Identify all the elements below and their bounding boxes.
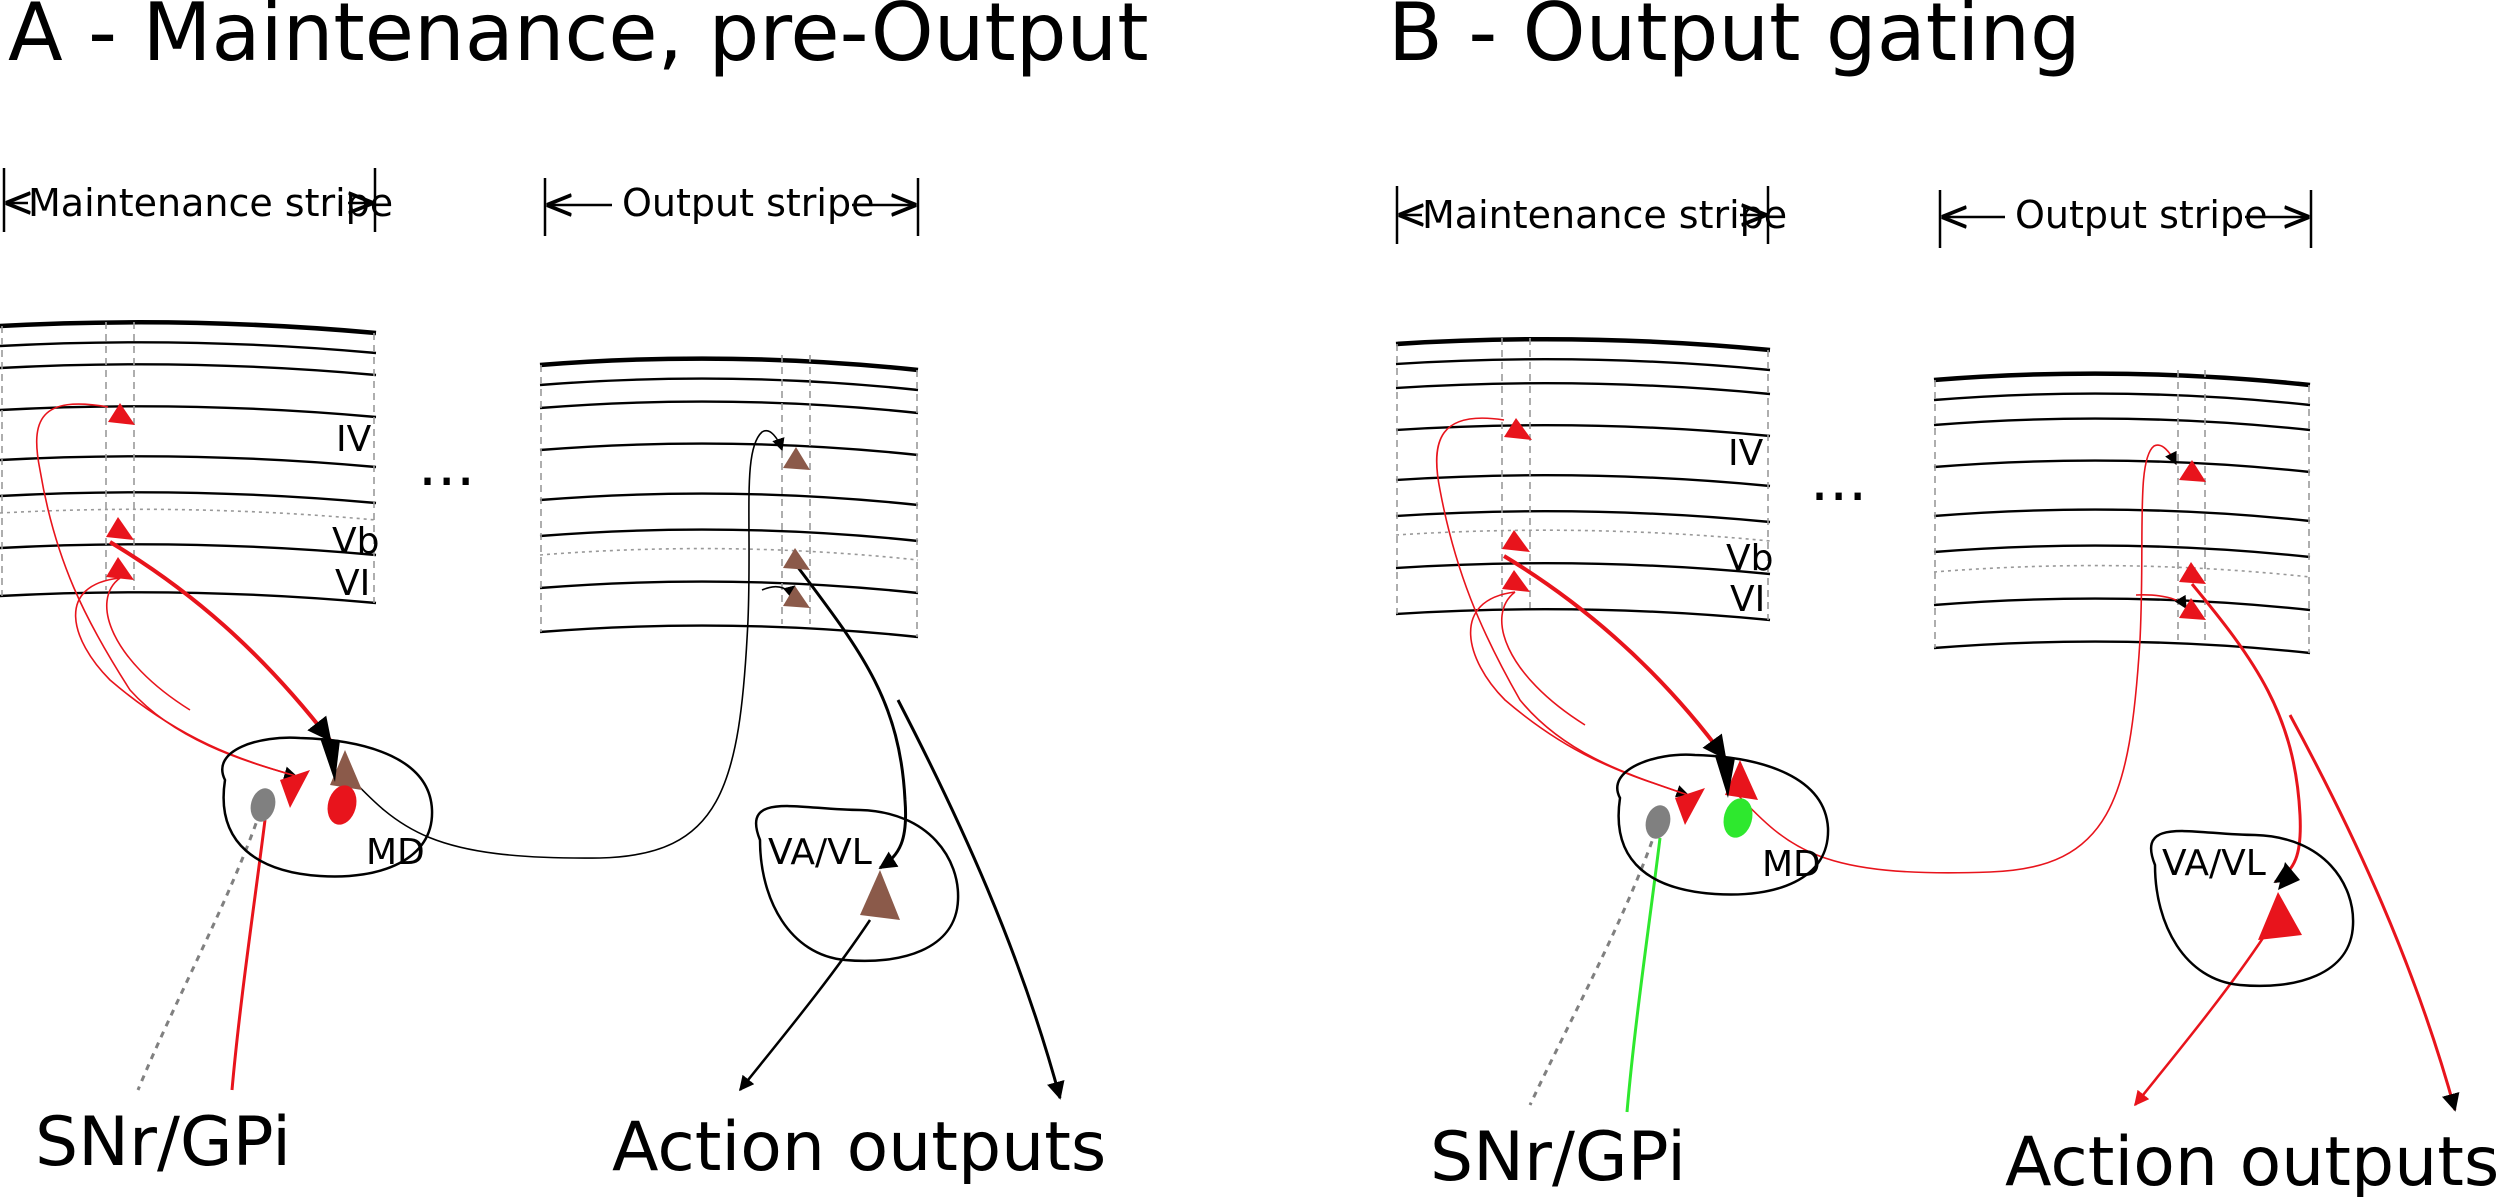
vavl-label: VA/VL <box>768 832 872 873</box>
vavl-neuron <box>2258 892 2302 940</box>
maintenance-cortex-sheet: IV Vb VI <box>0 320 379 605</box>
output-stripe-label: Output stripe <box>2015 193 2267 237</box>
vavl-nucleus: VA/VL <box>2149 829 2355 988</box>
panel-b-connections <box>1435 417 2460 1113</box>
maintenance-layer-vb-neuron <box>1502 530 1530 552</box>
output-layer-iv-neuron <box>783 447 810 470</box>
panel-a-title: A - Maintenance, pre-Output <box>8 0 1149 79</box>
panel-a-neurons <box>106 403 900 920</box>
output-layer-vi-neuron <box>2179 598 2206 620</box>
vavl-input-arrow <box>2278 862 2300 890</box>
output-cortex-sheet <box>539 355 919 639</box>
layer-vi-label: VI <box>335 563 370 604</box>
output-stripe-dimension: Output stripe <box>1938 190 2313 248</box>
snr-inactive-neuron <box>250 788 276 822</box>
md-relay-neuron-active <box>280 770 310 808</box>
md-label: MD <box>1762 844 1821 885</box>
md-input-arrow <box>320 738 340 782</box>
layer-iv-label: IV <box>336 419 372 460</box>
md-relay-neuron-inactive <box>330 750 362 790</box>
panel-b-title: B - Output gating <box>1388 0 2081 79</box>
snr-inactive-neuron <box>1645 805 1671 839</box>
snr-gpi-label: SNr/GPi <box>35 1103 291 1182</box>
vavl-neuron <box>860 870 900 920</box>
maintenance-stripe-label: Maintenance stripe <box>1422 193 1787 237</box>
vavl-nucleus: VA/VL <box>754 804 960 963</box>
maintenance-stripe-dimension: Maintenance stripe <box>2 168 393 232</box>
panel-a: A - Maintenance, pre-Output Maintenance … <box>0 0 1149 1187</box>
ellipsis: ... <box>418 430 475 500</box>
layer-vb-label: Vb <box>1726 538 1773 579</box>
snr-gpi-label: SNr/GPi <box>1430 1118 1686 1197</box>
md-relay-neuron-left <box>1675 788 1705 825</box>
vavl-label: VA/VL <box>2162 843 2266 884</box>
md-nucleus: MD <box>1616 753 1830 896</box>
output-stripe-label: Output stripe <box>622 181 874 225</box>
output-layer-vb-neuron <box>2179 562 2206 584</box>
md-input-arrow <box>1715 756 1735 798</box>
panel-a-connections <box>35 403 1065 1100</box>
output-cortex-sheet <box>1933 370 2311 655</box>
snr-gated-neuron <box>1723 798 1753 838</box>
layer-vb-label: Vb <box>332 521 379 562</box>
maintenance-layer-vb-neuron <box>106 517 134 540</box>
maintenance-cortex-sheet: IV Vb VI <box>1395 336 1773 622</box>
output-layer-vb-neuron <box>783 548 810 570</box>
panel-b-neurons <box>1502 418 2302 940</box>
output-stripe-dimension: Output stripe <box>543 178 920 236</box>
maintenance-layer-iv-neuron <box>108 403 135 425</box>
maintenance-layer-vi-neuron <box>106 557 134 580</box>
output-layer-iv-neuron <box>2179 460 2206 482</box>
snr-active-neuron <box>327 785 357 825</box>
action-outputs-label: Action outputs <box>612 1108 1106 1187</box>
panel-b: B - Output gating Maintenance stripe Out… <box>1388 0 2499 1197</box>
md-relay-neuron-right <box>1725 760 1758 800</box>
action-outputs-label: Action outputs <box>2005 1123 2499 1197</box>
maintenance-layer-vi-neuron <box>1502 570 1530 592</box>
maintenance-stripe-label: Maintenance stripe <box>28 181 393 225</box>
layer-iv-label: IV <box>1728 433 1764 474</box>
md-nucleus: MD <box>221 736 434 878</box>
maintenance-stripe-dimension: Maintenance stripe <box>1395 186 1787 244</box>
layer-vi-label: VI <box>1730 579 1765 620</box>
output-layer-vi-neuron <box>783 586 810 608</box>
ellipsis: ... <box>1810 445 1867 515</box>
md-label: MD <box>366 832 425 873</box>
maintenance-layer-iv-neuron <box>1504 418 1532 440</box>
